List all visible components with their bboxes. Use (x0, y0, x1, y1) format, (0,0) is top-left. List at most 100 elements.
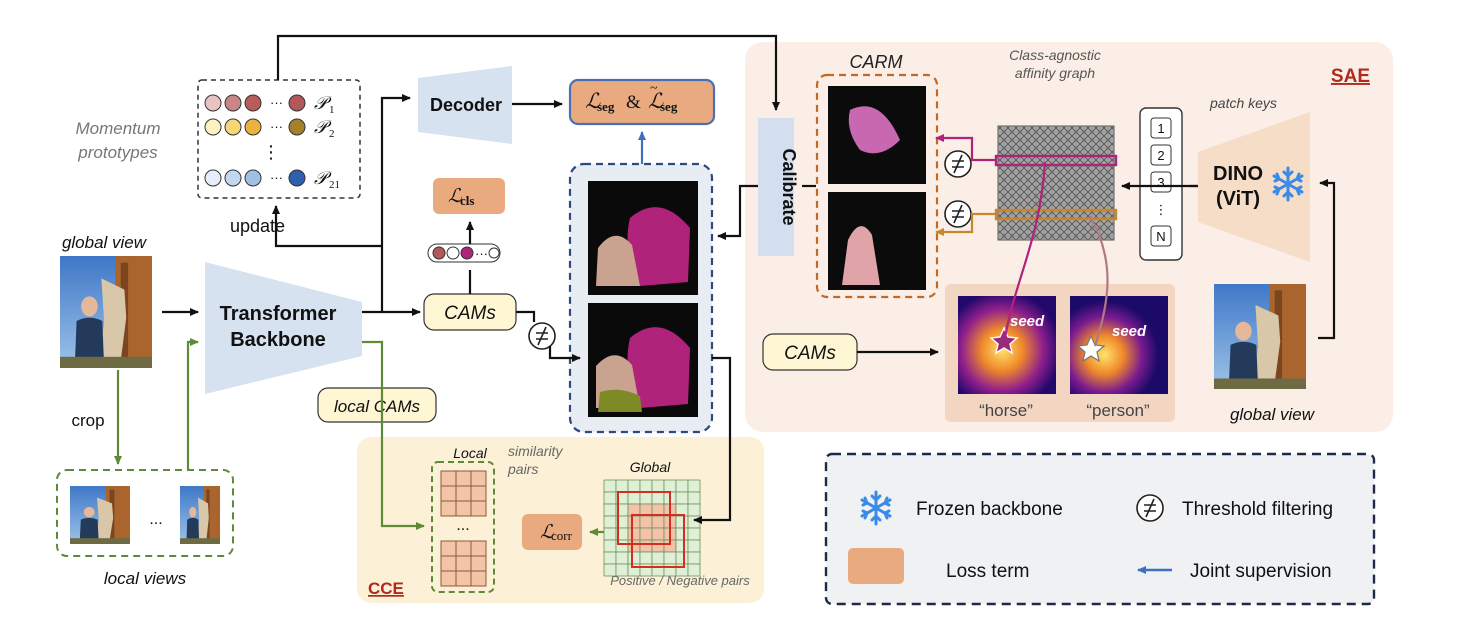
global-grid-cell (687, 503, 701, 517)
seg-loss-symbol-1: ℒ (585, 89, 601, 113)
prototype-dots: ··· (270, 119, 283, 134)
global-grid-cell (603, 551, 617, 565)
person-seed-star (1076, 334, 1106, 363)
global-grid-cell (651, 479, 665, 493)
global-grid-cell (651, 491, 665, 505)
global-grid-cell (687, 563, 701, 577)
global-grid-cell (639, 527, 653, 541)
grid-cell (440, 540, 457, 557)
global-grid-cell (675, 479, 689, 493)
carm-horse-blob (848, 106, 900, 154)
legend-frozen: Frozen backbone (916, 499, 1063, 520)
cce-local-label: Local (453, 445, 487, 461)
cls-vector: ··· (427, 243, 501, 263)
sae-cams-node: CAMs (762, 333, 858, 371)
grid-cell (470, 570, 487, 587)
local-cams-label: local CAMs (334, 397, 420, 416)
threshold-icon-cams (528, 322, 556, 350)
corr-loss-box (522, 514, 582, 550)
backbone-label-1: Transformer (220, 303, 337, 325)
carm-links (935, 134, 996, 236)
legend-threshold: Threshold filtering (1182, 499, 1333, 520)
prototype-sub: 2 (329, 128, 335, 140)
global-grid-cell (639, 551, 653, 565)
sae-global-view: global view (1214, 284, 1316, 424)
grid-cell (470, 555, 487, 572)
global-grid-cell (675, 527, 689, 541)
global-grid-cell (603, 539, 617, 553)
prototype-end-dot (288, 118, 306, 136)
cce-similarity-2: pairs (507, 461, 538, 477)
horse-seed-star (989, 326, 1019, 355)
corr-loss-symbol: ℒ (540, 522, 555, 543)
prototype-dot (204, 169, 222, 187)
grid-cell (455, 570, 472, 587)
carm-person-blob (842, 226, 880, 285)
global-grid-cell (615, 563, 629, 577)
global-grid-cell (639, 515, 653, 529)
global-grid-cell (651, 515, 665, 529)
connectors (162, 34, 1336, 524)
global-grid-cell (615, 479, 629, 493)
carm-box: CARM (815, 52, 939, 299)
global-grid-cell (651, 563, 665, 577)
cls-loss-symbol: ℒ (448, 186, 463, 207)
local-view-2 (180, 486, 220, 544)
global-grid-cell (627, 527, 641, 541)
dino-label-1: DINO (1213, 163, 1263, 185)
calibrate-label: Calibrate (779, 148, 799, 225)
person-seed-label: seed (1112, 323, 1147, 340)
global-grid-cell (675, 563, 689, 577)
patch-key-label: 2 (1157, 148, 1164, 163)
grid-cell (455, 485, 472, 502)
corr-loss-sub: corr (551, 528, 573, 543)
cams-node: CAMs (423, 293, 517, 331)
prototype-end-dot (288, 94, 306, 112)
threshold-icon-person (944, 200, 972, 228)
global-grid-cell (603, 515, 617, 529)
grid-cell (470, 540, 487, 557)
global-grid-cell (675, 491, 689, 505)
global-grid-cell (627, 515, 641, 529)
global-grid-cell (639, 491, 653, 505)
cce-local-ellipsis: ... (456, 517, 469, 534)
affinity-label-2: affinity graph (1015, 65, 1095, 81)
cce-pos-window-2 (631, 514, 685, 568)
decoder: Decoder (418, 66, 512, 144)
green-connectors (114, 338, 604, 536)
prototype-dots: ··· (270, 95, 283, 110)
global-grid-cell (675, 515, 689, 529)
legend-threshold-icon (1136, 494, 1164, 522)
legend-joint: Joint supervision (1190, 561, 1332, 582)
global-view-label: global view (62, 233, 148, 252)
grid-cell (470, 485, 487, 502)
seg-loss-tilde: ~ (650, 81, 658, 96)
global-grid-cell (639, 563, 653, 577)
cce-local-box (431, 461, 495, 593)
cls-loss: ℒ cls (433, 178, 505, 214)
horse-seed-label: seed (1010, 313, 1045, 330)
global-grid-cell (639, 539, 653, 553)
update-label: update (230, 216, 285, 236)
pseudo-label-panel (568, 162, 714, 434)
global-grid-cell (627, 551, 641, 565)
global-grid-cell (627, 563, 641, 577)
global-grid-cell (603, 503, 617, 517)
prototype-dots: ··· (270, 170, 283, 185)
patch-key-box (1150, 117, 1172, 139)
person-label: “person” (1086, 401, 1150, 420)
patch-key-label: 3 (1157, 175, 1164, 190)
grid-cell (440, 485, 457, 502)
global-grid-cell (687, 515, 701, 529)
svg-text:···: ··· (475, 246, 488, 261)
grid-cell (455, 470, 472, 487)
global-grid-cell (603, 479, 617, 493)
cce-panel: CCE Local similarity pairs Global Positi… (357, 437, 764, 603)
sae-cams-label: CAMs (784, 343, 836, 364)
global-grid-cell (627, 479, 641, 493)
seg-loss-amp: & (626, 92, 641, 113)
global-grid-cell (663, 563, 677, 577)
affinity-graph: Class-agnostic affinity graph (994, 47, 1118, 241)
